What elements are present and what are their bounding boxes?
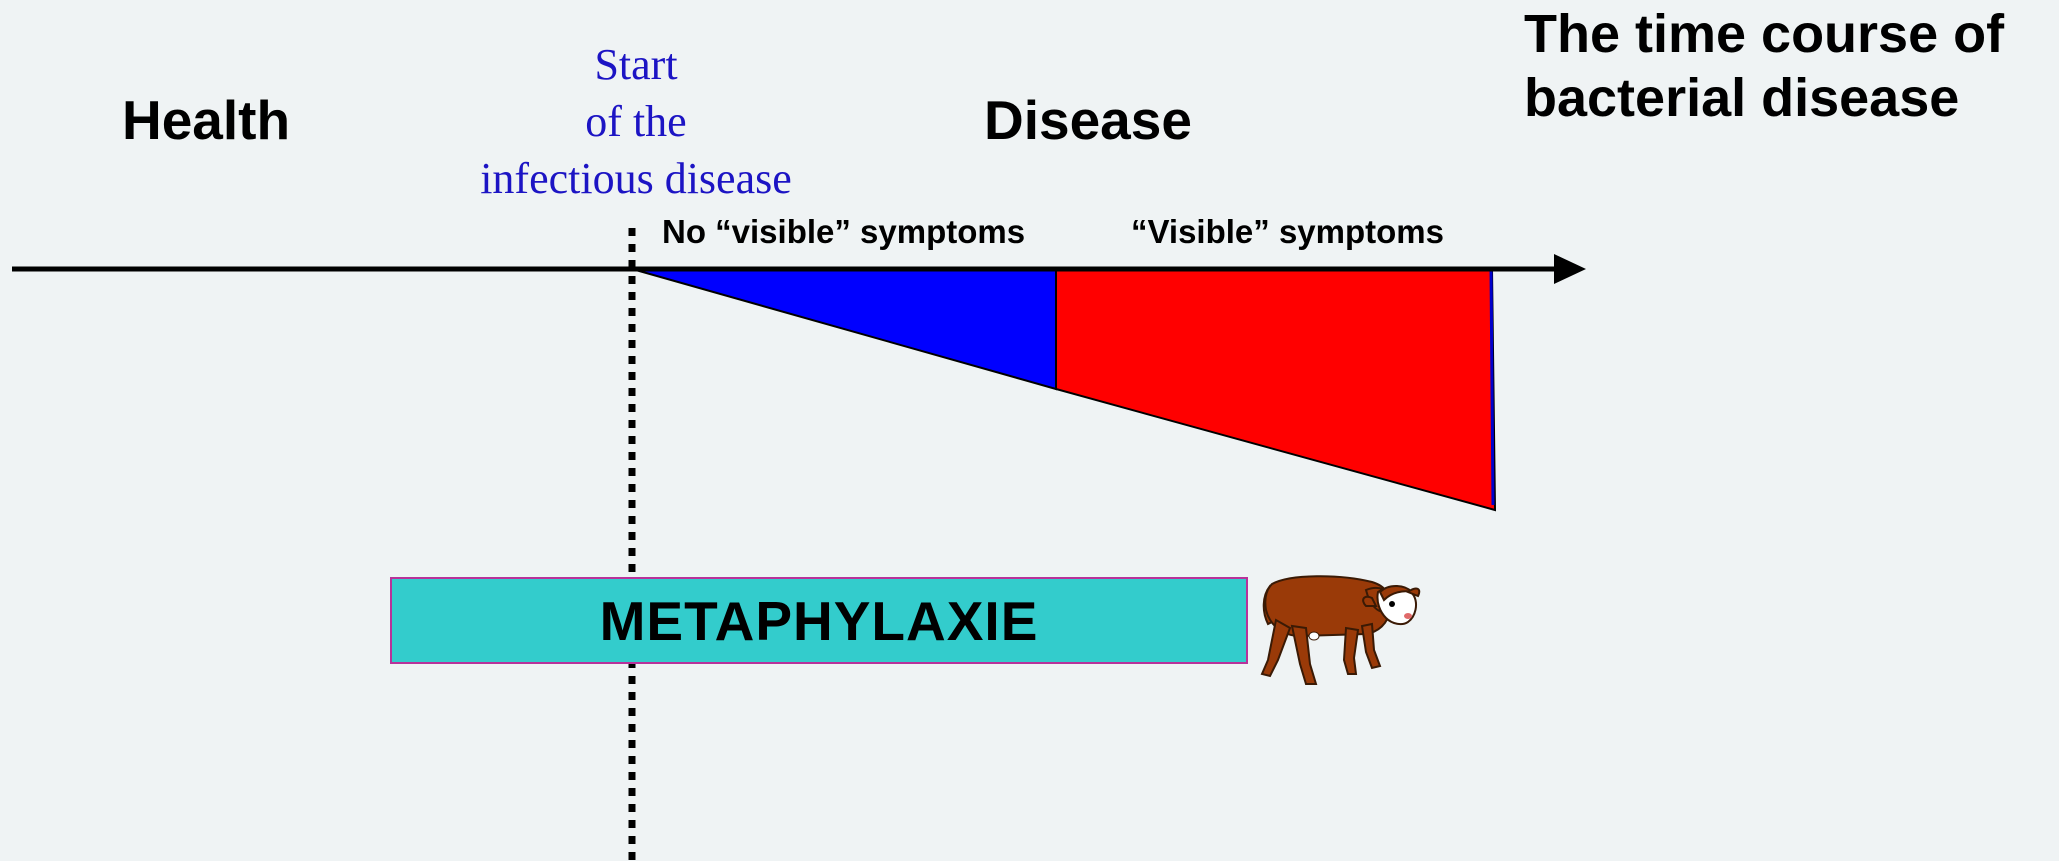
start-label-line-2: of the [455, 93, 817, 150]
start-label-line-1: Start [455, 36, 817, 93]
visible-symptoms-label: “Visible” symptoms [1131, 212, 1444, 252]
clinical-wedge [1056, 269, 1495, 510]
time-axis-arrowhead [1554, 254, 1586, 284]
slide-title-line-2: bacterial disease [1524, 66, 2044, 130]
wedge-end-edge [1491, 271, 1493, 505]
no-visible-symptoms-label: No “visible” symptoms [662, 212, 1025, 252]
health-label: Health [122, 88, 290, 152]
start-of-disease-label: Start of the infectious disease [455, 36, 817, 207]
start-label-line-3: infectious disease [455, 150, 817, 207]
metaphylaxie-bar: METAPHYLAXIE [390, 577, 1248, 664]
subclinical-wedge [632, 269, 1056, 389]
disease-label: Disease [984, 88, 1192, 152]
metaphylaxie-label: METAPHYLAXIE [600, 589, 1039, 653]
slide-title: The time course of bacterial disease [1524, 2, 2044, 130]
slide-title-line-1: The time course of [1524, 2, 2044, 66]
